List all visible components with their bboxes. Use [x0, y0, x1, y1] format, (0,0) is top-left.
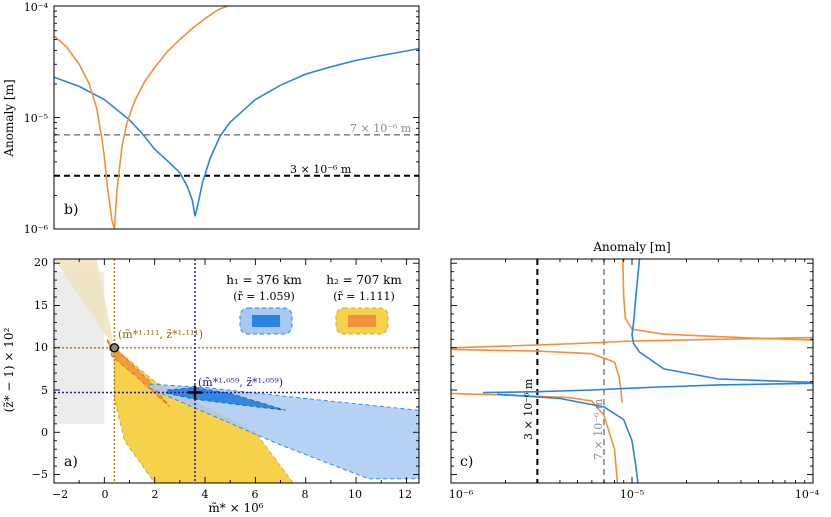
c-xtick-label-1e-5: 10⁻⁵ — [620, 488, 644, 501]
ref-label-grey-b: 7 × 10⁻⁶ m — [350, 122, 412, 135]
legend-swatch-h1 — [239, 307, 293, 335]
b-ytick-label-1e-4: 10⁻⁴ — [24, 1, 49, 14]
panel-a: a) m̃* × 10⁶ (z̃* − 1) × 10² h₁ = 376 km… — [2, 256, 420, 515]
branch-line-blue-5 — [482, 382, 813, 394]
a-xtick-label-10: 10 — [348, 488, 362, 501]
point-orange-optimum — [109, 343, 120, 353]
ref-label-grey-c: 7 × 10⁻⁶ m — [592, 398, 605, 460]
a-xtick-label-12: 12 — [398, 488, 412, 501]
panel-c-title: Anomaly [m] — [592, 240, 670, 254]
a-xtick-label-8: 8 — [302, 488, 309, 501]
a-xtick-label-0: 0 — [102, 488, 109, 501]
legend-h1-ratio: (r̃ = 1.059) — [233, 290, 295, 303]
panel-b: b) Anomaly [m] 7 × 10⁻⁶ m 3 × 10⁻⁶ m 10⁻… — [2, 1, 420, 236]
branch-line-orange-1 — [451, 336, 813, 349]
branch-line-orange-3 — [622, 259, 813, 341]
legend-h1: h₁ = 376 km — [226, 273, 302, 287]
panel-c-letter: c) — [460, 454, 473, 470]
a-xtick-label-4: 4 — [202, 488, 209, 501]
legend-h2-ratio: (r̃ = 1.111) — [333, 290, 395, 303]
panel-c-frame — [450, 258, 814, 484]
branch-line-orange-2 — [451, 348, 623, 403]
annotation-blue-point: (m̃*¹·⁰⁵⁹, z̃*¹·⁰⁵⁹) — [198, 376, 283, 389]
a-ytick-label-20: 20 — [34, 256, 48, 269]
c-xtick-label-1e-4: 10⁻⁴ — [795, 488, 820, 501]
b-ytick-label-1e-6: 10⁻⁶ — [24, 223, 49, 236]
panel-b-letter: b) — [64, 202, 78, 218]
panel-c: c) Anomaly [m] 3 × 10⁻⁶ m 7 × 10⁻⁶ m 10⁻… — [449, 240, 820, 501]
panel-a-ylabel: (z̃* − 1) × 10² — [2, 327, 16, 412]
a-ytick-label--5: −5 — [32, 468, 48, 481]
a-ytick-label-15: 15 — [34, 299, 48, 312]
legend-swatch-h2 — [335, 307, 389, 335]
legend-h2: h₂ = 707 km — [326, 273, 402, 287]
series-line-blue — [54, 47, 419, 217]
a-xtick-label-2: 2 — [152, 488, 159, 501]
panel-a-letter: a) — [64, 454, 78, 470]
panel-a-frame — [53, 258, 420, 484]
point-blue-optimum — [187, 385, 202, 400]
a-xtick-label--2: −2 — [52, 488, 68, 501]
branch-line-blue-6 — [497, 393, 639, 483]
ref-label-black-b: 3 × 10⁻⁶ m — [290, 163, 352, 176]
annotation-orange-point: (m̃*¹·¹¹¹, z̃*¹·¹¹¹) — [118, 328, 203, 341]
branch-line-blue-4 — [631, 259, 813, 384]
region-beige — [54, 259, 115, 348]
c-xtick-label-1e-6: 10⁻⁶ — [449, 488, 474, 501]
a-ytick-label-10: 10 — [34, 341, 48, 354]
b-ytick-label-1e-5: 10⁻⁵ — [24, 112, 48, 125]
ref-label-black-c: 3 × 10⁻⁶ m — [522, 378, 535, 440]
a-ytick-label-0: 0 — [41, 426, 48, 439]
panel-a-xlabel: m̃* × 10⁶ — [208, 501, 263, 515]
series-line-orange — [54, 6, 228, 229]
a-xtick-label-6: 6 — [252, 488, 259, 501]
panel-b-ylabel: Anomaly [m] — [2, 79, 16, 157]
a-ytick-label-5: 5 — [41, 384, 48, 397]
